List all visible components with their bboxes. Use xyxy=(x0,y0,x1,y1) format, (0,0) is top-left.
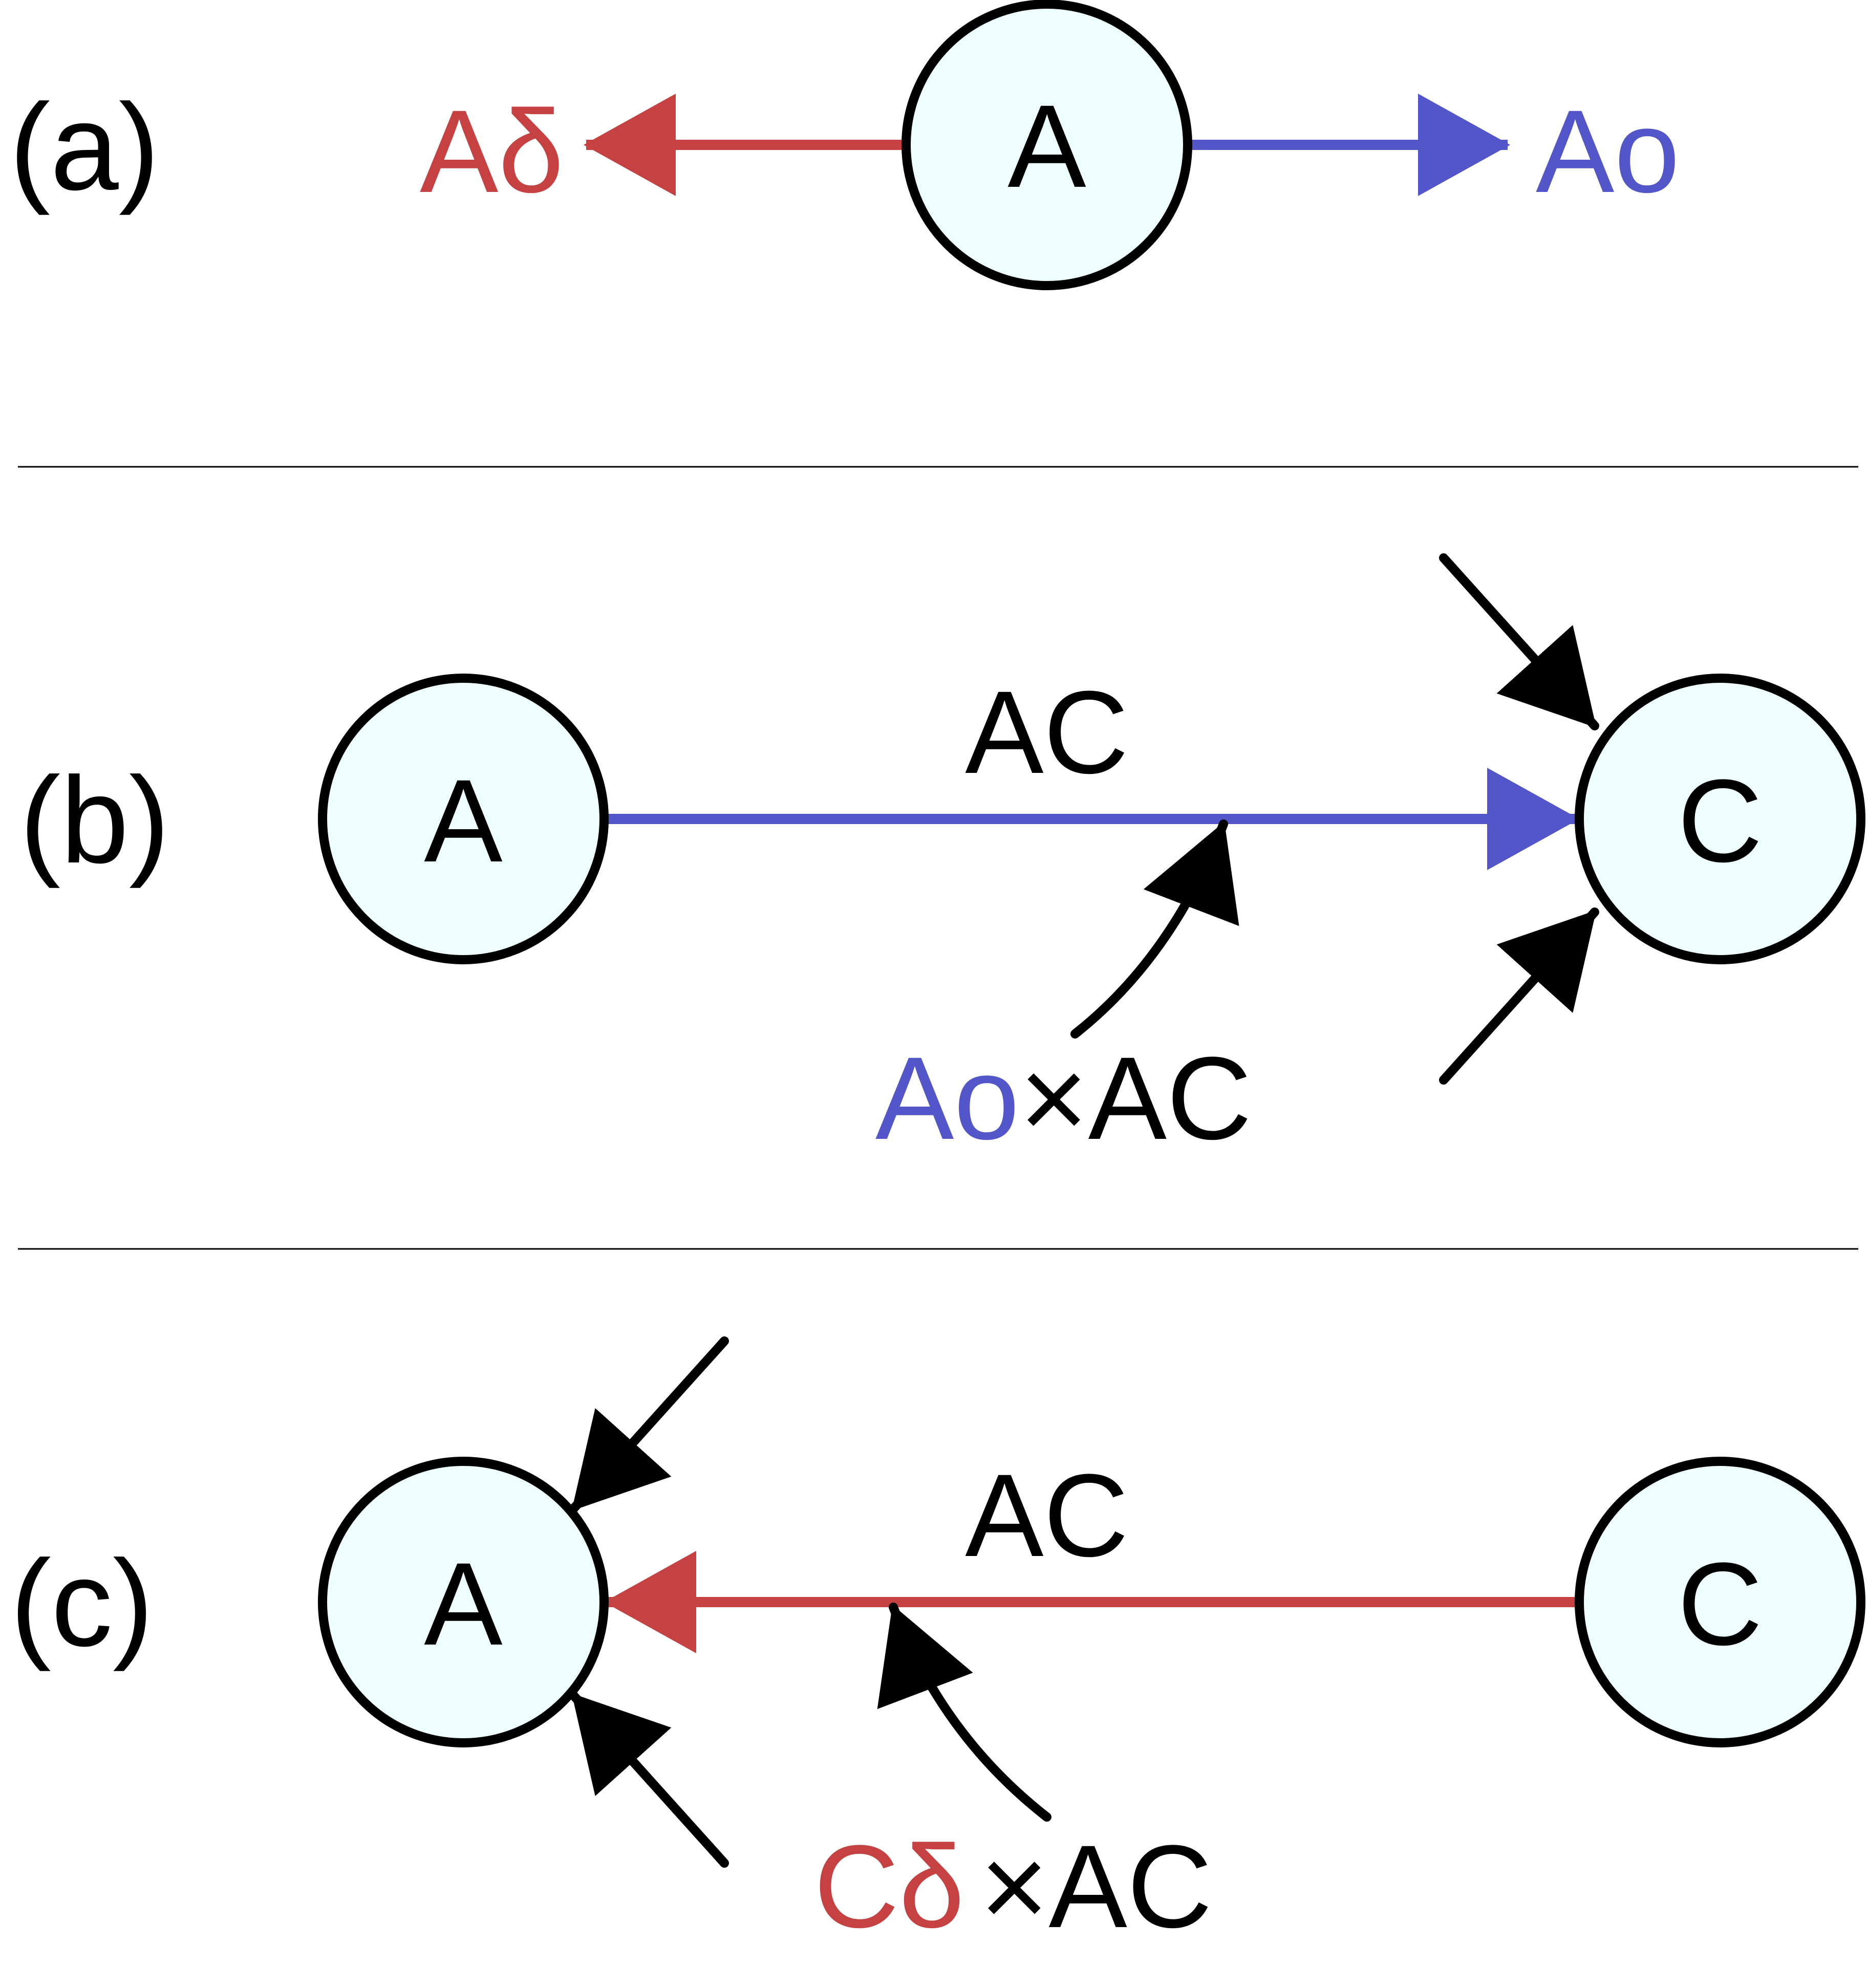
panel-a-label: (a) xyxy=(9,78,159,215)
panel-b-input-arrow-top xyxy=(1439,553,1599,730)
panel-b-node-c xyxy=(1575,674,1865,964)
panel-a-left-output: Aδ xyxy=(420,85,564,217)
panel-c-product-label: Cδ×AC xyxy=(814,1821,1212,1952)
panel-c-input-arrow-bottom xyxy=(569,1691,729,1868)
panel-b-input-arrow-bottom xyxy=(1439,907,1599,1085)
panel-c-label: (c) xyxy=(10,1535,154,1672)
panel-c-product-right: AC xyxy=(1048,1821,1212,1952)
panel-a-right-output: Ao xyxy=(1536,85,1680,217)
panel-c-node-a xyxy=(318,1457,609,1747)
panel-b: (b) A C AC Ao×AC xyxy=(19,553,1865,1164)
panel-c-product-left: Cδ xyxy=(814,1821,964,1952)
panel-c-modulation-arrow xyxy=(877,1603,1051,1822)
panel-b-node-c-label: C xyxy=(1678,755,1763,887)
panel-c-node-a-label: A xyxy=(424,1538,502,1670)
panel-b-node-a-label: A xyxy=(424,755,502,887)
panel-a-node-a-label: A xyxy=(1007,80,1086,212)
panel-b-product-op: × xyxy=(1019,1032,1088,1164)
panel-b-product-right: AC xyxy=(1088,1032,1252,1164)
panel-b-product-label: Ao×AC xyxy=(875,1032,1252,1164)
panel-a-node-a xyxy=(901,0,1192,290)
panel-c-input-arrow-top xyxy=(569,1336,729,1514)
panel-b-modulation-arrow xyxy=(1070,819,1239,1039)
panel-b-node-a xyxy=(318,674,609,964)
panel-a: (a) A Aδ Ao xyxy=(9,0,1680,290)
panel-b-label: (b) xyxy=(19,751,169,889)
panel-c-node-c-label: C xyxy=(1678,1538,1763,1670)
panel-c-edge-label: AC xyxy=(965,1450,1129,1581)
panel-c: (c) A C AC Cδ×AC xyxy=(10,1336,1865,1952)
panel-c-node-c xyxy=(1575,1457,1865,1747)
panel-b-product-left: Ao xyxy=(875,1032,1019,1164)
panel-b-edge-label: AC xyxy=(965,666,1129,798)
panel-c-product-op: × xyxy=(980,1821,1048,1952)
